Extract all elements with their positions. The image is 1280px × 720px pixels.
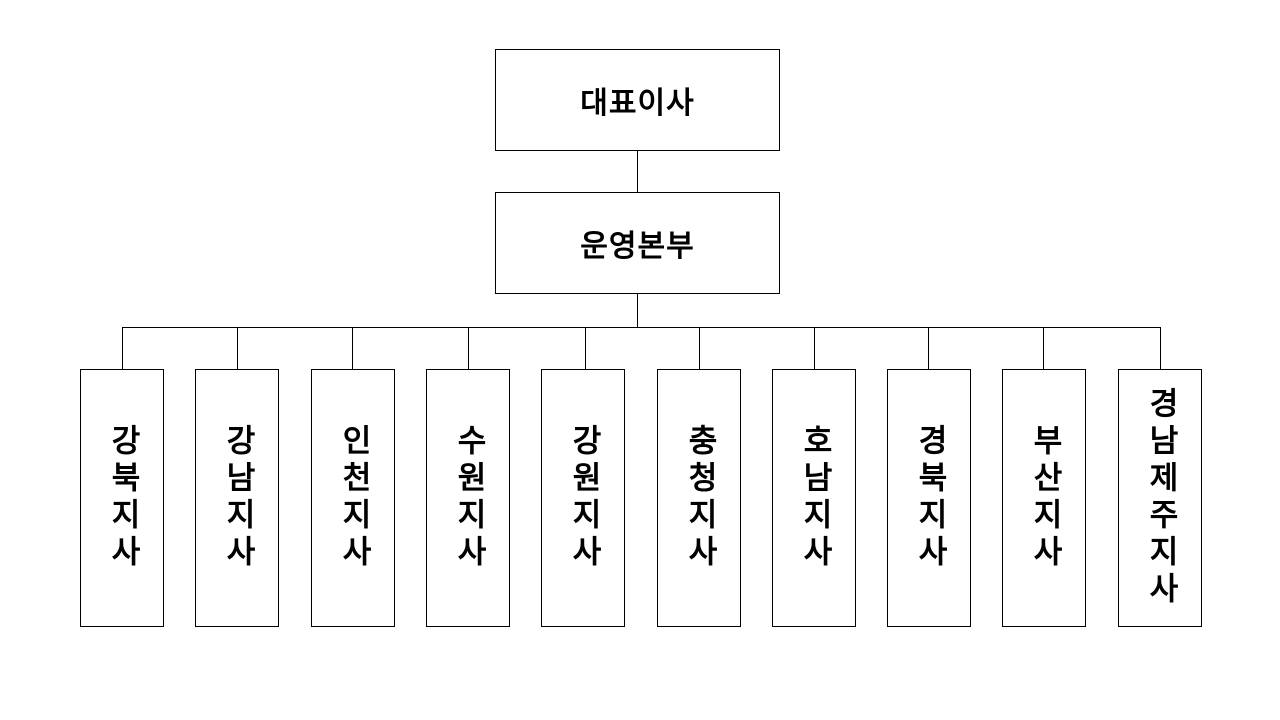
branch-drop-line xyxy=(468,327,469,369)
branch-drop-line xyxy=(814,327,815,369)
branch-node-busan: 부산지사 xyxy=(1002,369,1086,627)
branch-label: 부산지사 xyxy=(1026,424,1063,572)
branch-bus-line xyxy=(122,327,1160,328)
branch-drop-line xyxy=(1160,327,1161,369)
branch-label: 인천지사 xyxy=(335,424,372,572)
branch-label: 수원지사 xyxy=(450,424,487,572)
branch-node-gangbuk: 강북지사 xyxy=(80,369,164,627)
branch-label: 호남지사 xyxy=(796,424,833,572)
branch-node-gangwon: 강원지사 xyxy=(541,369,625,627)
branch-drop-line xyxy=(928,327,929,369)
ops-down-connector xyxy=(637,293,638,328)
branch-drop-line xyxy=(585,327,586,369)
ceo-to-ops-connector xyxy=(637,150,638,192)
ceo-node: 대표이사 xyxy=(495,49,780,151)
branch-drop-line xyxy=(237,327,238,369)
operations-hq-label: 운영본부 xyxy=(580,229,695,264)
branch-drop-line xyxy=(352,327,353,369)
branch-label: 충청지사 xyxy=(681,424,718,572)
branch-node-gangnam: 강남지사 xyxy=(195,369,279,627)
operations-hq-node: 운영본부 xyxy=(495,192,780,294)
branch-node-chungcheong: 충청지사 xyxy=(657,369,741,627)
branch-label: 강원지사 xyxy=(565,424,602,572)
branch-label: 경북지사 xyxy=(911,424,948,572)
ceo-label: 대표이사 xyxy=(580,86,695,121)
branch-label: 강남지사 xyxy=(219,424,256,572)
branch-label: 강북지사 xyxy=(104,424,141,572)
branch-drop-line xyxy=(1043,327,1044,369)
branch-drop-line xyxy=(699,327,700,369)
branch-node-suwon: 수원지사 xyxy=(426,369,510,627)
branch-node-gyeongnam-jeju: 경남제주지사 xyxy=(1118,369,1202,627)
branch-label: 경남제주지사 xyxy=(1142,387,1179,609)
branch-node-gyeongbuk: 경북지사 xyxy=(887,369,971,627)
branch-drop-line xyxy=(122,327,123,369)
branch-node-honam: 호남지사 xyxy=(772,369,856,627)
branch-node-incheon: 인천지사 xyxy=(311,369,395,627)
